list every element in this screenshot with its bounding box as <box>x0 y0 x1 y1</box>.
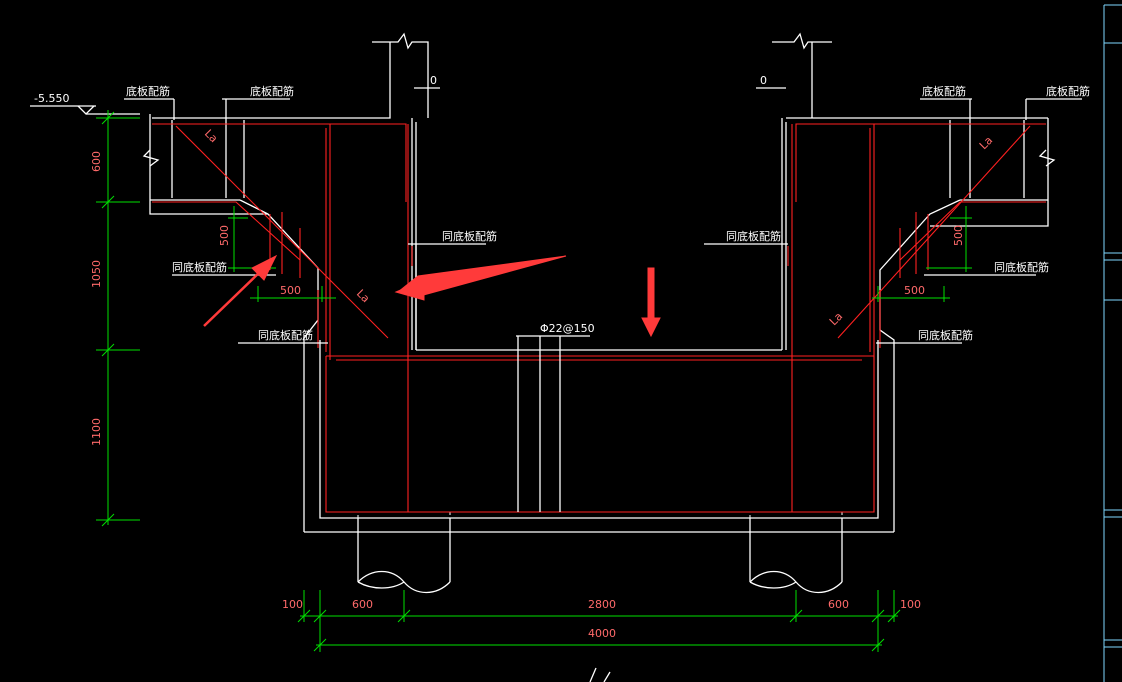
lap-length-left-top: La <box>202 127 220 145</box>
label-bottom-rebar-2: 底板配筋 <box>250 84 294 98</box>
dim-500-left-h: 500 <box>280 284 301 297</box>
title-block-frame <box>1103 4 1122 682</box>
leader-lines <box>124 87 1082 344</box>
label-bottom-rebar-1: 底板配筋 <box>126 84 170 98</box>
dim-4000: 4000 <box>588 627 616 640</box>
vertical-dimension-chain <box>96 110 140 527</box>
dim-1050-vertical: 1050 <box>90 260 103 288</box>
dim-600-right: 600 <box>828 598 849 611</box>
lap-length-left-bottom: La <box>354 287 372 305</box>
pile-right <box>749 511 843 594</box>
annotation-arrow-left <box>203 254 278 327</box>
dim-500-right-h: 500 <box>904 284 925 297</box>
zero-mark-right: 0 <box>760 74 767 87</box>
main-rebar-label: Φ22@150 <box>540 322 595 335</box>
label-same-as-bottom-left-1: 同底板配筋 <box>172 260 227 274</box>
lap-length-right-bottom: La <box>827 310 845 328</box>
annotation-arrow-center <box>394 255 567 301</box>
dim-500-left-v: 500 <box>218 225 231 246</box>
elevation-mark: -5.550 <box>30 92 140 115</box>
annotation-arrow-down <box>641 267 661 338</box>
label-same-as-bottom-right-2: 同底板配筋 <box>918 328 973 342</box>
dim-100-left: 100 <box>282 598 303 611</box>
lap-length-right-top: La <box>977 134 995 152</box>
dim-100-right: 100 <box>900 598 921 611</box>
dim-600-left: 600 <box>352 598 373 611</box>
dim-1100-vertical: 1100 <box>90 418 103 446</box>
elevation-text: -5.550 <box>34 92 69 105</box>
dim-2800: 2800 <box>588 598 616 611</box>
label-same-as-bottom-left-2: 同底板配筋 <box>258 328 313 342</box>
horizontal-dimension-chain <box>297 590 901 652</box>
dim-600-vertical: 600 <box>90 151 103 172</box>
pit-outline <box>142 32 1056 533</box>
haunch-dimension-right <box>872 206 972 302</box>
dim-500-right-v: 500 <box>952 225 965 246</box>
label-bottom-rebar-4: 底板配筋 <box>1046 84 1090 98</box>
pile-left <box>357 511 451 594</box>
label-same-as-bottom-right-1: 同底板配筋 <box>994 260 1049 274</box>
zero-mark-left: 0 <box>430 74 437 87</box>
label-same-as-bottom-center-right: 同底板配筋 <box>726 229 781 243</box>
label-bottom-rebar-3: 底板配筋 <box>922 84 966 98</box>
rebar-lines <box>152 123 1046 513</box>
label-same-as-bottom-center-left: 同底板配筋 <box>442 229 497 243</box>
